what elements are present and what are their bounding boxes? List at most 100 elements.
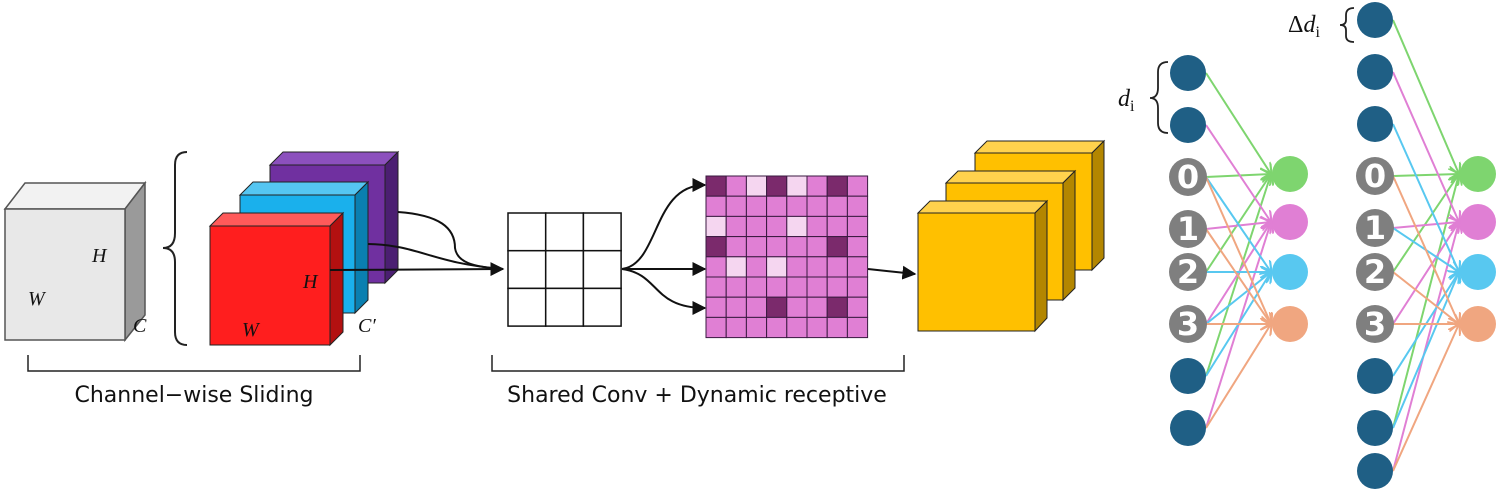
receptive-cell xyxy=(725,316,747,339)
receptive-cell xyxy=(826,175,848,197)
index-node-label: 1 xyxy=(1364,209,1386,247)
receptive-cell xyxy=(826,236,848,258)
graph-edge xyxy=(1392,271,1459,324)
input-node xyxy=(1170,55,1206,91)
input-node xyxy=(1357,2,1393,38)
dilation-brace xyxy=(1149,61,1169,134)
receptive-cell xyxy=(705,276,727,298)
graph-edge xyxy=(1392,19,1459,174)
receptive-cell xyxy=(745,256,768,278)
sliding-height-label: H xyxy=(302,271,319,293)
receptive-cell xyxy=(806,316,828,339)
receptive-cell xyxy=(745,276,768,298)
kernel-cell xyxy=(544,249,585,290)
receptive-cell xyxy=(725,236,747,258)
middle-bracket xyxy=(491,355,905,372)
receptive-cell xyxy=(705,256,727,278)
delta-dilation-brace xyxy=(1339,7,1355,43)
receptive-cell xyxy=(806,175,828,197)
receptive-cell xyxy=(725,215,747,238)
receptive-cell xyxy=(806,256,828,278)
receptive-cell xyxy=(786,296,808,318)
receptive-cell xyxy=(745,195,768,217)
receptive-cell xyxy=(846,276,869,298)
receptive-cell xyxy=(705,296,727,318)
receptive-cell xyxy=(806,215,828,238)
receptive-cell xyxy=(766,296,788,318)
index-node xyxy=(1169,253,1207,291)
sliding-width-label: W xyxy=(242,319,261,341)
receptive-cell xyxy=(826,276,848,298)
output-node xyxy=(1460,306,1496,342)
graph-edge xyxy=(1392,174,1459,176)
receptive-cell xyxy=(826,296,848,318)
receptive-cell xyxy=(846,195,869,217)
receptive-cell xyxy=(745,296,768,318)
index-node xyxy=(1356,209,1394,247)
sliding-brace xyxy=(162,151,188,346)
index-node xyxy=(1169,305,1207,343)
receptive-cell xyxy=(766,276,788,298)
index-node xyxy=(1356,157,1394,195)
index-node xyxy=(1169,158,1207,196)
receptive-cell xyxy=(766,256,788,278)
kernel-cell xyxy=(507,212,547,252)
receptive-cell xyxy=(725,256,747,278)
receptive-cell xyxy=(745,175,768,197)
graph-edge xyxy=(1392,123,1459,272)
sliding-channel-label: C′ xyxy=(358,315,376,337)
graph-edge xyxy=(1205,176,1271,272)
index-node-label: 0 xyxy=(1177,158,1199,196)
receptive-cell xyxy=(705,175,727,197)
graph-edge xyxy=(1392,175,1459,324)
receptive-cell xyxy=(826,316,848,339)
index-node-label: 2 xyxy=(1177,253,1199,291)
shared-kernel-grid xyxy=(507,212,622,327)
graph-edge xyxy=(1392,272,1459,429)
receptive-cell xyxy=(826,215,848,238)
receptive-cell xyxy=(766,236,788,258)
arrow-receptive-to-output xyxy=(867,265,917,280)
graph-edge xyxy=(1392,222,1459,325)
output-node xyxy=(1272,254,1308,290)
receptive-cell xyxy=(745,316,768,339)
kernel-cell xyxy=(582,212,622,252)
graph-edge xyxy=(1205,324,1271,429)
receptive-cell xyxy=(745,236,768,258)
graph-edge xyxy=(1205,272,1271,325)
dilation-label: di xyxy=(1118,86,1135,115)
output-node xyxy=(1460,254,1496,290)
input-node xyxy=(1357,410,1393,446)
receptive-cell xyxy=(725,296,747,318)
input-node xyxy=(1357,54,1393,90)
input-node xyxy=(1357,106,1393,142)
output-node xyxy=(1460,204,1496,240)
output-node xyxy=(1272,156,1308,192)
graph-edge xyxy=(1392,324,1459,472)
output-cube-front xyxy=(916,199,1049,333)
receptive-cell xyxy=(806,236,828,258)
receptive-cell xyxy=(786,256,808,278)
receptive-cell xyxy=(826,256,848,278)
graph-edge xyxy=(1205,72,1271,174)
receptive-cell xyxy=(846,256,869,278)
input-node xyxy=(1357,453,1393,489)
receptive-cell xyxy=(846,236,869,258)
receptive-cell xyxy=(786,316,808,339)
receptive-cell xyxy=(705,195,727,217)
receptive-cell xyxy=(786,236,808,258)
index-node-label: 2 xyxy=(1364,253,1386,291)
receptive-cell xyxy=(806,195,828,217)
input-feature-cube: H W C xyxy=(3,180,147,343)
receptive-cell xyxy=(846,296,869,318)
receptive-cell xyxy=(766,316,788,339)
kernel-cell xyxy=(507,287,547,327)
receptive-cell xyxy=(766,195,788,217)
kernel-cell xyxy=(544,287,585,327)
index-node xyxy=(1356,253,1394,291)
receptive-cell xyxy=(806,296,828,318)
kernel-cell xyxy=(544,212,585,252)
index-node-label: 0 xyxy=(1364,157,1386,195)
